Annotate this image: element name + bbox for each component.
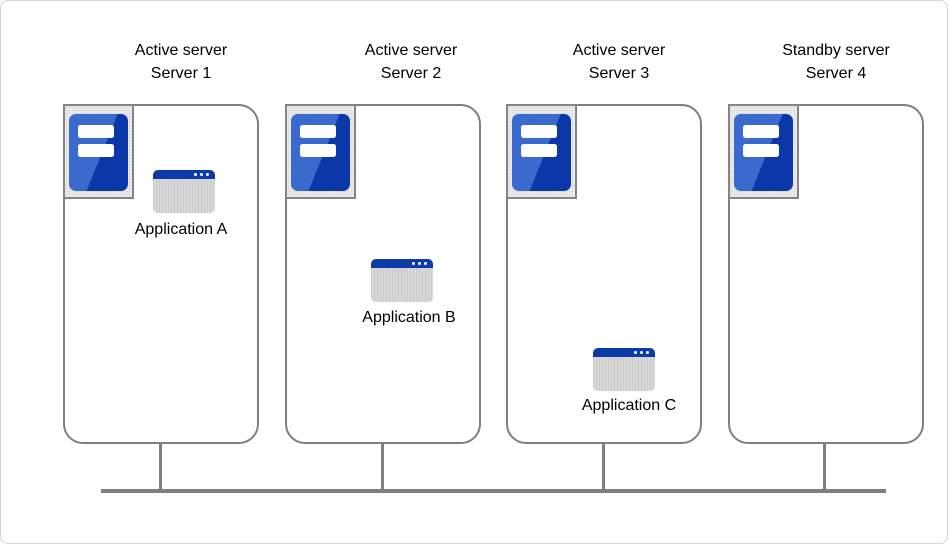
server-2-name-label: Server 2 [380,65,442,82]
server-tower-icon [63,104,134,199]
server-1-title: Active server Server 1 [81,39,281,85]
tower-slot [743,144,779,157]
titlebar-dot [424,262,427,265]
tower-slot [521,125,557,138]
titlebar-dot [640,351,643,354]
application-c-label: Application C [581,397,677,414]
tower-slot [743,125,779,138]
tower-slot [300,125,336,138]
app-window-icon [371,259,433,302]
server-3-connector-line [602,442,605,491]
server-2-title: Active server Server 2 [311,39,511,85]
server-4-title: Standby server Server 4 [736,39,936,85]
tower-body [734,114,793,191]
server-tower-icon [285,104,356,199]
network-bus-line [101,489,886,493]
application-a-label: Application A [134,221,228,238]
tower-slot [521,144,557,157]
tower-slot [78,144,114,157]
server-1-name-label: Server 1 [150,65,212,82]
titlebar-dot [418,262,421,265]
application-b-label: Application B [362,309,456,326]
server-3-role-label: Active server [572,42,666,59]
titlebar-dot [200,173,203,176]
app-window-icon [593,348,655,391]
server-2-role-label: Active server [364,42,458,59]
server-4-name-label: Server 4 [805,65,867,82]
tower-slot [78,125,114,138]
app-window-icon [153,170,215,213]
tower-body [69,114,128,191]
server-3-name-label: Server 3 [588,65,650,82]
server-tower-icon [506,104,577,199]
tower-body [291,114,350,191]
server-2-connector-line [381,442,384,491]
server-tower-icon [728,104,799,199]
titlebar-dot [412,262,415,265]
app-window-titlebar [153,170,215,179]
server-1-connector-line [159,442,162,491]
titlebar-dot [206,173,209,176]
titlebar-dot [634,351,637,354]
tower-slot [300,144,336,157]
titlebar-dot [194,173,197,176]
server-3-title: Active server Server 3 [519,39,719,85]
server-4-connector-line [823,442,826,491]
app-window-titlebar [371,259,433,268]
app-window-titlebar [593,348,655,357]
server-4-role-label: Standby server [782,42,890,59]
tower-body [512,114,571,191]
server-1-role-label: Active server [134,42,228,59]
titlebar-dot [646,351,649,354]
